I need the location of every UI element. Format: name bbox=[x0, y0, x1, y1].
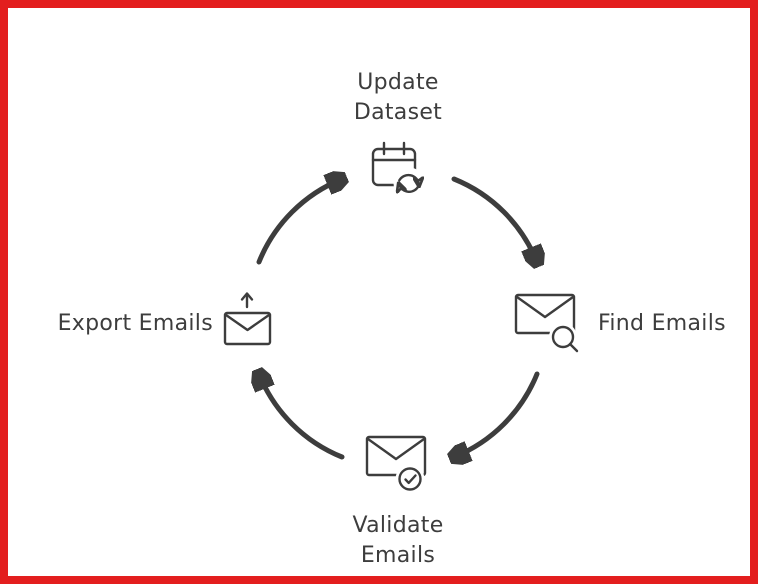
arrow-find-to-validate bbox=[454, 371, 540, 457]
step-label-export-emails: Export Emails bbox=[57, 311, 213, 336]
cycle-arrows bbox=[8, 8, 758, 584]
email-arrow-up-icon bbox=[223, 292, 272, 346]
arrow-validate-to-export bbox=[259, 374, 345, 460]
step-label-find-emails: Find Emails bbox=[598, 311, 726, 336]
step-label-update-dataset: Update Dataset bbox=[353, 70, 443, 125]
calendar-refresh-icon bbox=[371, 141, 428, 199]
arrow-export-to-update bbox=[256, 179, 342, 265]
email-check-icon bbox=[365, 435, 427, 494]
step-label-validate-emails: Validate Emails bbox=[352, 513, 444, 568]
email-search-icon bbox=[514, 293, 579, 353]
arrow-update-to-find bbox=[451, 176, 537, 262]
